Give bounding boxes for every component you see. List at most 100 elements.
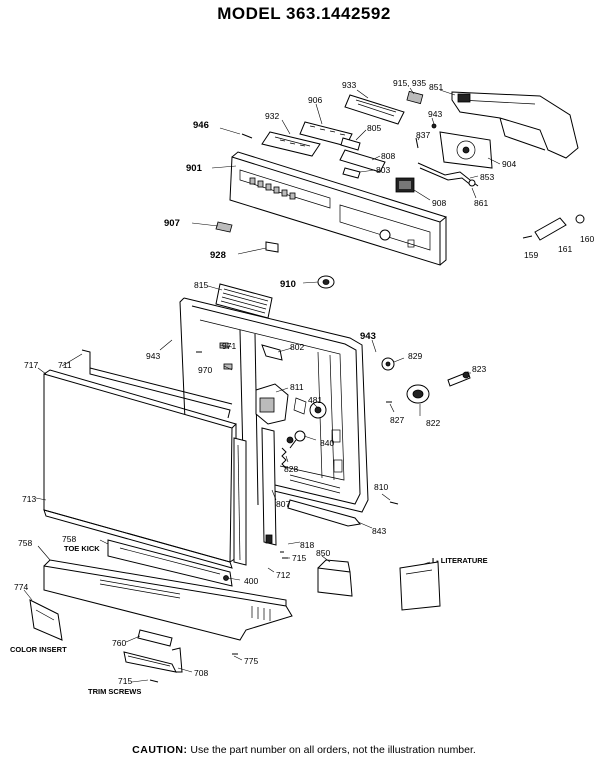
label-802: 802: [290, 342, 304, 352]
part-160: [575, 214, 585, 224]
label-758a: 758: [18, 538, 32, 548]
toe-kick-758-inner: [107, 539, 233, 587]
label-822: 822: [426, 418, 440, 428]
label-708: 708: [194, 668, 208, 678]
label-827: 827: [390, 415, 404, 425]
caution-note: CAUTION: Use the part number on all orde…: [0, 744, 608, 756]
label-908: 908: [432, 198, 446, 208]
duct-851: [451, 91, 579, 159]
label-915-935: 915, 935: [393, 78, 426, 88]
label-904: 904: [502, 159, 516, 169]
label-811: 811: [290, 382, 304, 392]
label-932: 932: [265, 111, 279, 121]
toe-kick-758-outer: [43, 559, 293, 641]
part-928: [265, 241, 279, 253]
label-815: 815: [194, 280, 208, 290]
label-color-insert: COLOR INSERT: [10, 645, 67, 654]
callout-labels: 933 915, 935 851 906 932 805 837 943 946…: [10, 78, 594, 696]
back-panel-711: [81, 349, 233, 419]
label-910: 910: [280, 279, 296, 290]
part-850: [317, 559, 353, 597]
label-400: 400: [244, 576, 258, 586]
label-160: 160: [580, 234, 594, 244]
side-frame: [233, 437, 247, 566]
leader-lines: [23, 87, 501, 683]
label-829: 829: [408, 351, 422, 361]
label-760: 760: [112, 638, 126, 648]
strip-807: [261, 427, 277, 546]
label-712: 712: [276, 570, 290, 580]
label-803: 803: [376, 165, 390, 175]
label-840: 840: [320, 438, 334, 448]
label-837: 837: [416, 130, 430, 140]
label-481: 481: [308, 395, 322, 405]
inner-door-frame: [179, 297, 369, 513]
control-panel-901: [229, 151, 448, 266]
label-943c: 943: [146, 351, 160, 361]
part-161: [534, 217, 567, 241]
part-805: [340, 137, 361, 151]
knob-829: [381, 357, 395, 371]
label-711: 711: [58, 360, 72, 370]
label-805: 805: [367, 123, 381, 133]
label-851: 851: [429, 82, 443, 92]
caution-text: Use the part number on all orders, not t…: [190, 744, 476, 756]
label-933: 933: [342, 80, 356, 90]
latch-802: [261, 344, 283, 361]
label-901: 901: [186, 163, 203, 174]
label-943b: 943: [360, 331, 376, 342]
label-toe-kick: TOE KICK: [64, 544, 100, 553]
bracket-932: [261, 131, 321, 157]
part-910: [317, 275, 335, 289]
label-928: 928: [210, 250, 226, 261]
color-insert-774: [29, 599, 63, 641]
part-915-935: [406, 90, 424, 105]
linkage-853-861: [417, 162, 479, 187]
plate-808: [339, 149, 386, 173]
strip-843: [287, 499, 361, 527]
label-literature: I - LITERATURE: [432, 556, 488, 565]
label-971: 971: [222, 341, 236, 351]
part-481: [293, 397, 327, 419]
label-970: 970: [198, 365, 212, 375]
board-933: [344, 94, 405, 125]
label-810: 810: [374, 482, 388, 492]
label-823: 823: [472, 364, 486, 374]
part-907: [215, 221, 233, 233]
label-715a: 715: [292, 553, 306, 563]
literature-booklet: [399, 561, 441, 611]
label-159: 159: [524, 250, 538, 260]
label-758b: 758: [62, 534, 76, 544]
label-161: 161: [558, 244, 572, 254]
page-title: MODEL 363.1442592: [217, 4, 391, 23]
part-760: [137, 629, 173, 647]
part-840: [289, 430, 306, 449]
label-717: 717: [24, 360, 38, 370]
knob-822: [406, 384, 430, 404]
dispenser-811: [255, 383, 289, 425]
spring-828: [281, 436, 294, 469]
label-943a: 943: [428, 109, 442, 119]
caution-label: CAUTION:: [132, 744, 188, 756]
label-843: 843: [372, 526, 386, 536]
part-908: [395, 177, 415, 193]
label-774: 774: [14, 582, 28, 592]
label-713: 713: [22, 494, 36, 504]
label-808: 808: [381, 151, 395, 161]
label-850: 850: [316, 548, 330, 558]
label-907: 907: [164, 218, 180, 229]
label-807: 807: [276, 499, 290, 509]
label-906: 906: [308, 95, 322, 105]
label-715b: 715: [118, 676, 132, 686]
lever-823: [447, 371, 471, 387]
label-trim-screws: TRIM SCREWS: [88, 687, 141, 696]
label-853: 853: [480, 172, 494, 182]
part-803: [342, 167, 361, 179]
label-818: 818: [300, 540, 314, 550]
label-946: 946: [193, 120, 209, 131]
label-775: 775: [244, 656, 258, 666]
part-708: [123, 647, 183, 673]
label-828: 828: [284, 464, 298, 474]
timer-904: [439, 131, 493, 169]
